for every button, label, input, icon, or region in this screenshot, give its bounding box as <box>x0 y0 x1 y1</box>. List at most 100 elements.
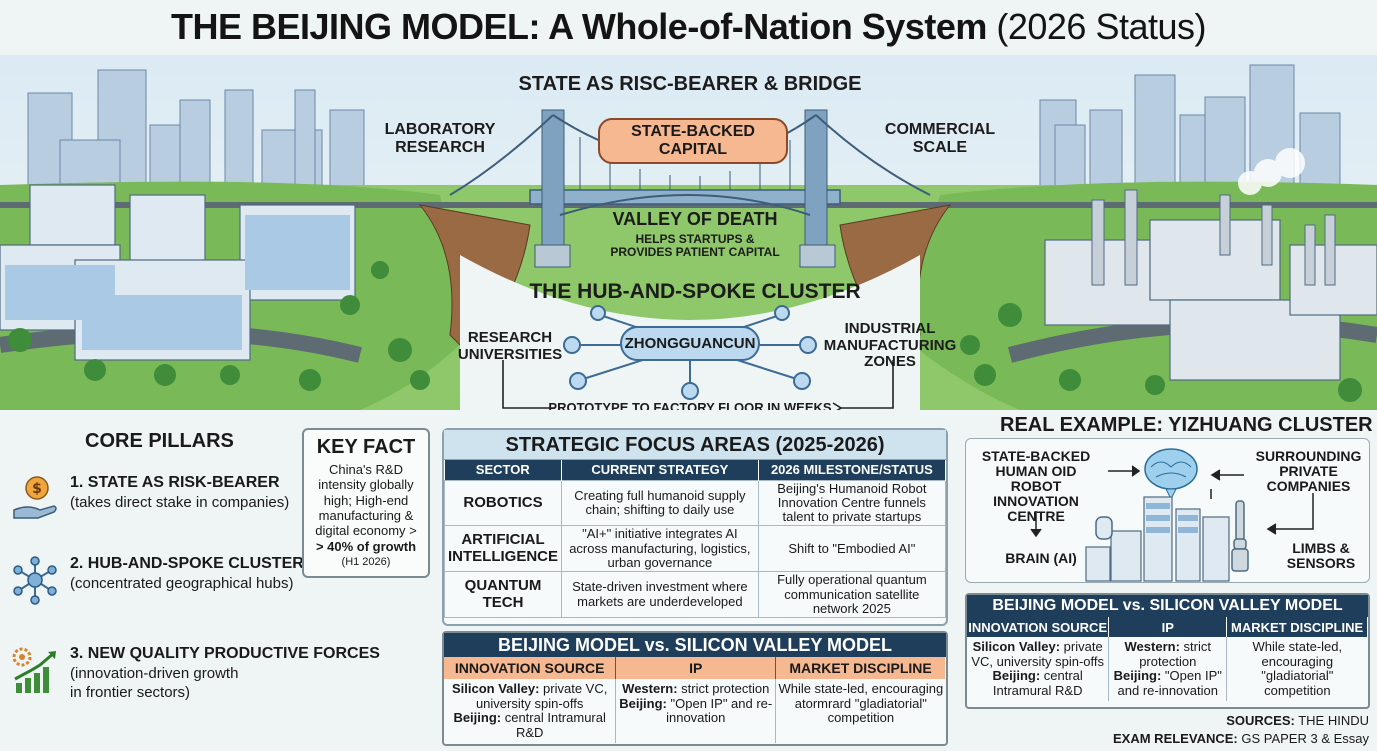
core-pillars-heading: CORE PILLARS <box>85 430 234 452</box>
svg-text:$: $ <box>32 481 42 497</box>
cell-label: Silicon Valley: <box>451 681 540 696</box>
cell-label: Western: <box>622 681 678 696</box>
title-main: THE BEIJING MODEL: A Whole-of-Nation Sys… <box>171 6 987 47</box>
cell-label: Silicon Valley: <box>972 639 1061 654</box>
research-universities-label: RESEARCH UNIVERSITIES <box>457 329 563 363</box>
industrial-zones-label: INDUSTRIAL MANUFACTURING ZONES <box>823 320 957 370</box>
cell-label: Western: <box>1124 639 1180 654</box>
page-title: THE BEIJING MODEL: A Whole-of-Nation Sys… <box>0 6 1377 48</box>
innovation-centre-label: STATE-BACKED HUMAN OID ROBOT INNOVATION … <box>981 448 1091 525</box>
pillar-1-desc: (takes direct stake in companies) <box>70 494 290 511</box>
table-row: ROBOTICS Creating full humanoid supply c… <box>443 479 947 527</box>
compare-right-col: IP <box>1108 617 1228 637</box>
compare-cell: Silicon Valley: private VC, university s… <box>967 637 1110 702</box>
pillar-1-title: 1. STATE AS RISK-BEARER <box>70 474 280 491</box>
valley-of-death-label: VALLEY OF DEATH <box>612 209 778 229</box>
sources-text: THE HINDU <box>1298 713 1369 728</box>
sources-line: SOURCES: THE HINDU <box>1226 713 1369 728</box>
table-row: QUANTUM TECH State-driven investment whe… <box>443 571 947 619</box>
cell-label: Beijing: <box>1113 668 1162 684</box>
key-fact-box: KEY FACT China's R&D intensity globally … <box>302 428 430 578</box>
table-row: ARTIFICIAL INTELLIGENCE "AI+" initiative… <box>443 525 947 573</box>
compare-right-heading: BEIJING MODEL vs. SILICON VALLEY MODEL <box>967 595 1368 617</box>
focus-sector-cell: ARTIFICIAL INTELLIGENCE <box>443 525 563 573</box>
focus-milestone-cell: Beijing's Humanoid Robot Innovation Cent… <box>757 479 947 527</box>
focus-heading: STRATEGIC FOCUS AREAS (2025-2026) <box>444 430 946 460</box>
network-icon <box>13 556 57 605</box>
lab-research-label: LABORATORY RESEARCH <box>384 121 496 156</box>
sources-label: SOURCES: <box>1226 713 1295 728</box>
compare-center-col: IP <box>615 657 777 679</box>
cell-text: "Open IP" and re-innovation <box>1117 668 1222 698</box>
compare-center-col: INNOVATION SOURCE <box>444 657 617 679</box>
focus-strategy-cell: "AI+" initiative integrates AI across ma… <box>561 525 759 573</box>
focus-col-milestone: 2026 MILESTONE/STATUS <box>758 460 947 480</box>
compare-center-col: MARKET DISCIPLINE <box>775 657 946 679</box>
zhongguancun-hub: ZHONGGUANCUN <box>620 326 760 361</box>
focus-strategy-cell: State-driven investment where markets ar… <box>561 571 759 619</box>
pillar-3-title: 3. NEW QUALITY PRODUCTIVE FORCES <box>70 645 380 662</box>
compare-cell: Silicon Valley: private VC, university s… <box>444 679 617 744</box>
title-status: (2026 Status) <box>996 6 1206 47</box>
compare-right-col: INNOVATION SOURCE <box>967 617 1110 637</box>
hero-illustration: STATE AS RISC-BEARER & BRIDGE LABORATORY… <box>0 55 1377 410</box>
cell-text: central Intramural R&D <box>992 668 1083 698</box>
compare-right-col: MARKET DISCIPLINE <box>1226 617 1368 637</box>
cell-label: Beijing: <box>619 695 667 711</box>
comparison-table-right: BEIJING MODEL vs. SILICON VALLEY MODEL I… <box>965 593 1370 709</box>
cell-text: strict protection <box>1139 639 1211 669</box>
cell-label: Beijing: <box>992 668 1041 684</box>
commercial-scale-label: COMMERCIAL SCALE <box>884 121 996 156</box>
focus-sector-cell: QUANTUM TECH <box>443 571 563 619</box>
exam-label: EXAM RELEVANCE: <box>1113 731 1238 746</box>
cell-text: "Open IP" and re-innovation <box>666 695 773 726</box>
cell-text: private VC, university spin-offs <box>475 681 608 711</box>
focus-sector-cell: ROBOTICS <box>443 479 563 527</box>
robot-arm-icon <box>1231 500 1249 572</box>
focus-milestone-cell: Fully operational quantum communication … <box>757 571 947 619</box>
pillar-2-title: 2. HUB-AND-SPOKE CLUSTER <box>70 555 304 572</box>
focus-col-sector: SECTOR <box>444 460 563 480</box>
cell-text: strict protection <box>677 681 770 696</box>
focus-strategy-cell: Creating full humanoid supply chain; shi… <box>561 479 759 527</box>
cell-label: Beijing: <box>453 710 502 726</box>
cell-text: While state-led, encouraging atormrard "… <box>778 681 944 726</box>
cell-text: private VC, university spin-offs <box>971 639 1105 669</box>
hub-spoke-heading: THE HUB-AND-SPOKE CLUSTER <box>529 280 861 303</box>
focus-col-strategy: CURRENT STRATEGY <box>561 460 759 480</box>
compare-cell: While state-led, encouraging atormrard "… <box>776 679 946 743</box>
prototype-label: PROTOTYPE TO FACTORY FLOOR IN WEEKS <box>548 400 832 410</box>
table-row: Silicon Valley: private VC, university s… <box>967 637 1368 702</box>
brain-ai-label: BRAIN (AI) <box>1005 550 1077 566</box>
cell-text: central Intramural R&D <box>501 710 606 740</box>
compare-center-heading: BEIJING MODEL vs. SILICON VALLEY MODEL <box>444 633 946 657</box>
dollar-hand-icon: $ <box>13 476 57 519</box>
robot-head-icon <box>1095 516 1113 540</box>
growth-chart-icon <box>12 647 56 693</box>
real-example-heading: REAL EXAMPLE: YIZHUANG CLUSTER <box>1000 414 1373 436</box>
cell-text: While state-led, encouraging "gladiatori… <box>1252 639 1343 698</box>
pillar-2-desc: (concentrated geographical hubs) <box>70 575 294 592</box>
exam-text: GS PAPER 3 & Essay <box>1241 731 1369 746</box>
pillar-3-desc: (innovation-driven growth in frontier se… <box>70 665 239 701</box>
brain-icon <box>1144 448 1198 501</box>
key-fact-heading: KEY FACT <box>316 436 416 458</box>
state-bridge-heading: STATE AS RISC-BEARER & BRIDGE <box>518 73 862 95</box>
exam-relevance-line: EXAM RELEVANCE: GS PAPER 3 & Essay <box>1113 731 1369 746</box>
key-fact-body: China's R&D intensity globally high; Hig… <box>315 462 417 539</box>
yizhuang-diagram: STATE-BACKED HUMAN OID ROBOT INNOVATION … <box>965 438 1370 583</box>
strategic-focus-table: STRATEGIC FOCUS AREAS (2025-2026) SECTOR… <box>442 428 948 626</box>
yizhuang-illustration <box>1030 448 1314 582</box>
focus-milestone-cell: Shift to "Embodied AI" <box>757 525 947 573</box>
comparison-table-center: BEIJING MODEL vs. SILICON VALLEY MODEL I… <box>442 631 948 746</box>
valley-subtext: HELPS STARTUPS & PROVIDES PATIENT CAPITA… <box>610 232 780 260</box>
state-capital-pill: STATE-BACKED CAPITAL <box>598 118 788 164</box>
key-fact-sub: (H1 2026) <box>341 555 391 568</box>
compare-cell: While state-led, encouraging "gladiatori… <box>1227 637 1368 701</box>
table-row: Silicon Valley: private VC, university s… <box>444 679 946 744</box>
limbs-sensors-label: LIMBS & SENSORS <box>1286 540 1356 572</box>
key-fact-number: > 40% of growth <box>315 538 417 554</box>
private-companies-label: SURROUNDING PRIVATE COMPANIES <box>1255 448 1362 495</box>
